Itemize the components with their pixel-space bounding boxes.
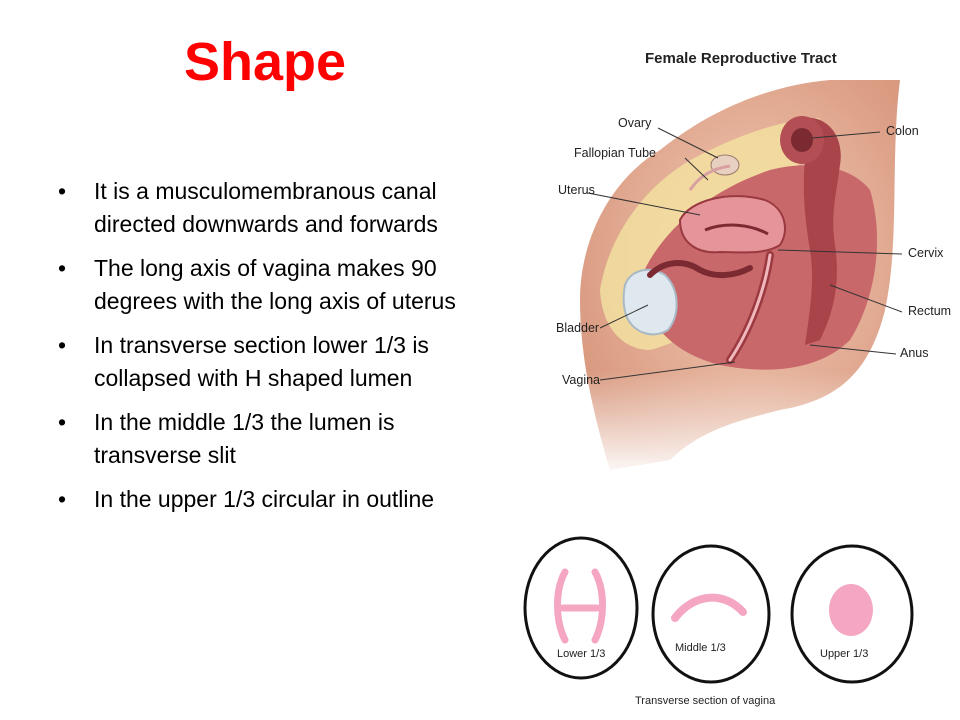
label-ovary: Ovary xyxy=(618,116,652,130)
figure-title: Female Reproductive Tract xyxy=(645,50,837,67)
label-anus: Anus xyxy=(900,346,929,360)
slide-title: Shape xyxy=(183,32,347,92)
label-colon: Colon xyxy=(886,124,919,138)
middle-third-section xyxy=(651,544,771,684)
transverse-sections: Lower 1/3 Middle 1/3 Upper 1/3 Transvers… xyxy=(515,530,945,715)
label-rectum: Rectum xyxy=(908,304,952,318)
upper-third-section xyxy=(790,544,914,684)
bullet-dot: • xyxy=(58,255,67,281)
label-fallopian-tube: Fallopian Tube xyxy=(574,146,657,160)
lower-third-section xyxy=(523,536,639,680)
bullet-item: • In transverse section lower 1/3 is coll… xyxy=(52,329,482,395)
bullet-dot: • xyxy=(58,409,67,435)
bullet-item: • The long axis of vagina makes 90 degree… xyxy=(52,252,482,318)
label-upper-third: Upper 1/3 xyxy=(820,648,869,660)
label-bladder: Bladder xyxy=(556,321,600,335)
bullet-dot: • xyxy=(58,178,67,204)
label-uterus: Uterus xyxy=(558,183,595,197)
bullet-text: It is a musculomembranous canal directed… xyxy=(94,178,438,237)
transverse-section-diagram xyxy=(523,536,914,684)
label-middle-third: Middle 1/3 xyxy=(675,642,726,654)
sections-caption: Transverse section of vagina xyxy=(635,695,776,707)
bullet-dot: • xyxy=(58,486,67,512)
bullet-item: • It is a musculomembranous canal directe… xyxy=(52,175,482,241)
bullet-item: • In the middle 1/3 the lumen is transver… xyxy=(52,406,482,472)
label-vagina: Vagina xyxy=(562,373,600,387)
anatomy-figure: Female Reproductive Tract Ovary Fallopia… xyxy=(540,40,960,480)
bullet-text: In the middle 1/3 the lumen is transvers… xyxy=(94,409,395,468)
bullet-text: In transverse section lower 1/3 is colla… xyxy=(94,332,429,391)
anatomy-illustration xyxy=(540,80,960,480)
bullet-text: In the upper 1/3 circular in outline xyxy=(94,486,435,512)
label-lower-third: Lower 1/3 xyxy=(557,648,606,660)
bullet-list: • It is a musculomembranous canal directe… xyxy=(52,175,482,527)
bullet-text: The long axis of vagina makes 90 degrees… xyxy=(94,255,456,314)
label-cervix: Cervix xyxy=(908,246,944,260)
bullet-dot: • xyxy=(58,332,67,358)
bullet-item: • In the upper 1/3 circular in outline xyxy=(52,483,482,516)
